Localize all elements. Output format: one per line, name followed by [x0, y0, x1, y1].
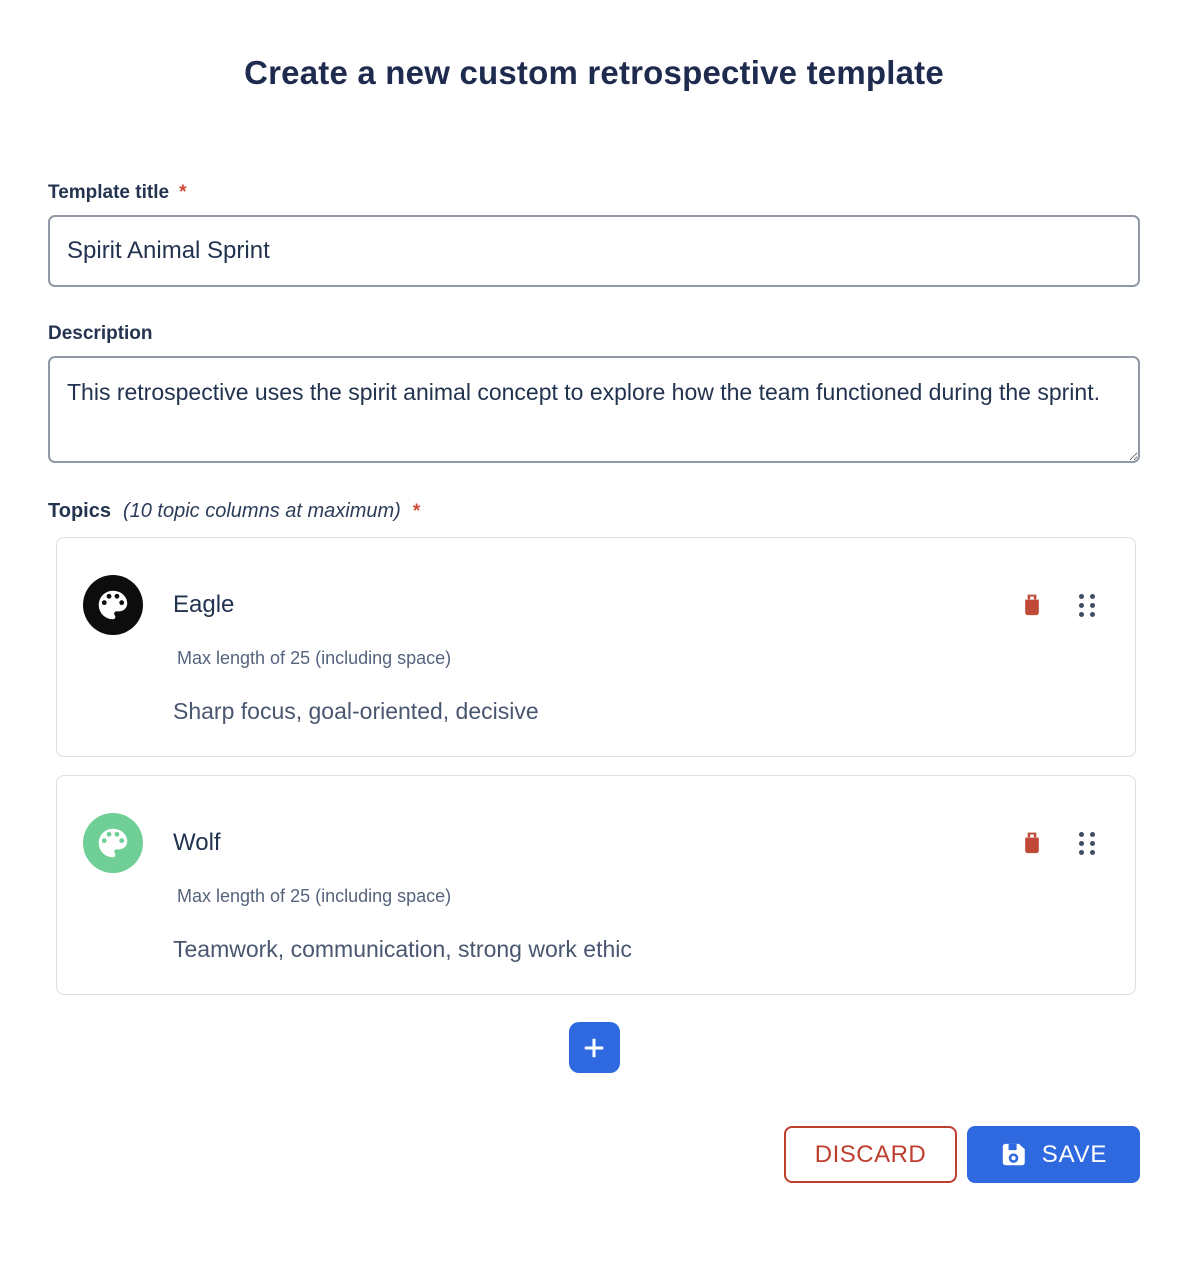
template-title-label-text: Template title	[48, 182, 170, 203]
palette-icon	[98, 590, 128, 620]
topics-label: Topics	[48, 500, 111, 522]
topic-actions	[1019, 830, 1095, 857]
topic-card-eagle: Eagle Max length of 25 (including space)…	[56, 537, 1136, 757]
topic-card-wolf: Wolf Max length of 25 (including space) …	[56, 775, 1136, 995]
drag-handle-icon	[1079, 593, 1095, 617]
description-textarea[interactable]: This retrospective uses the spirit anima…	[48, 356, 1140, 463]
drag-handle[interactable]	[1079, 593, 1095, 617]
required-asterisk: *	[179, 182, 187, 203]
save-button-label: SAVE	[1041, 1140, 1108, 1168]
topic-actions	[1019, 592, 1095, 619]
topic-color-avatar[interactable]	[83, 575, 143, 635]
template-title-input[interactable]	[48, 215, 1140, 287]
topic-color-avatar[interactable]	[83, 813, 143, 873]
discard-button[interactable]: DISCARD	[784, 1126, 957, 1183]
create-template-form: Create a new custom retrospective templa…	[0, 54, 1188, 1228]
add-topic-row	[48, 1022, 1140, 1073]
drag-handle-icon	[1079, 831, 1095, 855]
topic-card-header: Eagle	[83, 575, 1095, 635]
delete-topic-button[interactable]	[1019, 592, 1045, 619]
plus-icon	[584, 1038, 604, 1057]
description-label: Description	[48, 323, 1140, 345]
topic-maxlength-hint: Max length of 25 (including space)	[177, 886, 452, 906]
required-asterisk: *	[412, 501, 421, 522]
topic-maxlength-hint: Max length of 25 (including space)	[177, 648, 452, 668]
trash-icon	[1025, 594, 1039, 615]
topic-card-header: Wolf	[83, 813, 1095, 873]
template-title-label: Template title *	[48, 182, 1140, 204]
topic-name[interactable]: Eagle	[173, 591, 235, 618]
add-topic-button[interactable]	[568, 1022, 620, 1073]
form-actions: DISCARD SAVE	[48, 1126, 1140, 1183]
palette-icon	[98, 828, 128, 858]
drag-handle[interactable]	[1079, 831, 1095, 855]
page-title: Create a new custom retrospective templa…	[244, 54, 944, 91]
topic-name[interactable]: Wolf	[173, 829, 221, 856]
delete-topic-button[interactable]	[1019, 830, 1045, 857]
trash-icon	[1025, 832, 1039, 853]
floppy-disk-icon	[1002, 1143, 1025, 1166]
topic-description[interactable]: Sharp focus, goal-oriented, decisive	[173, 698, 539, 724]
topic-description[interactable]: Teamwork, communication, strong work eth…	[173, 936, 632, 962]
save-button[interactable]: SAVE	[967, 1126, 1140, 1183]
topics-label-row: Topics (10 topic columns at maximum) *	[48, 500, 1140, 523]
description-label-text: Description	[48, 323, 153, 344]
topics-max-hint: (10 topic columns at maximum)	[122, 500, 401, 522]
